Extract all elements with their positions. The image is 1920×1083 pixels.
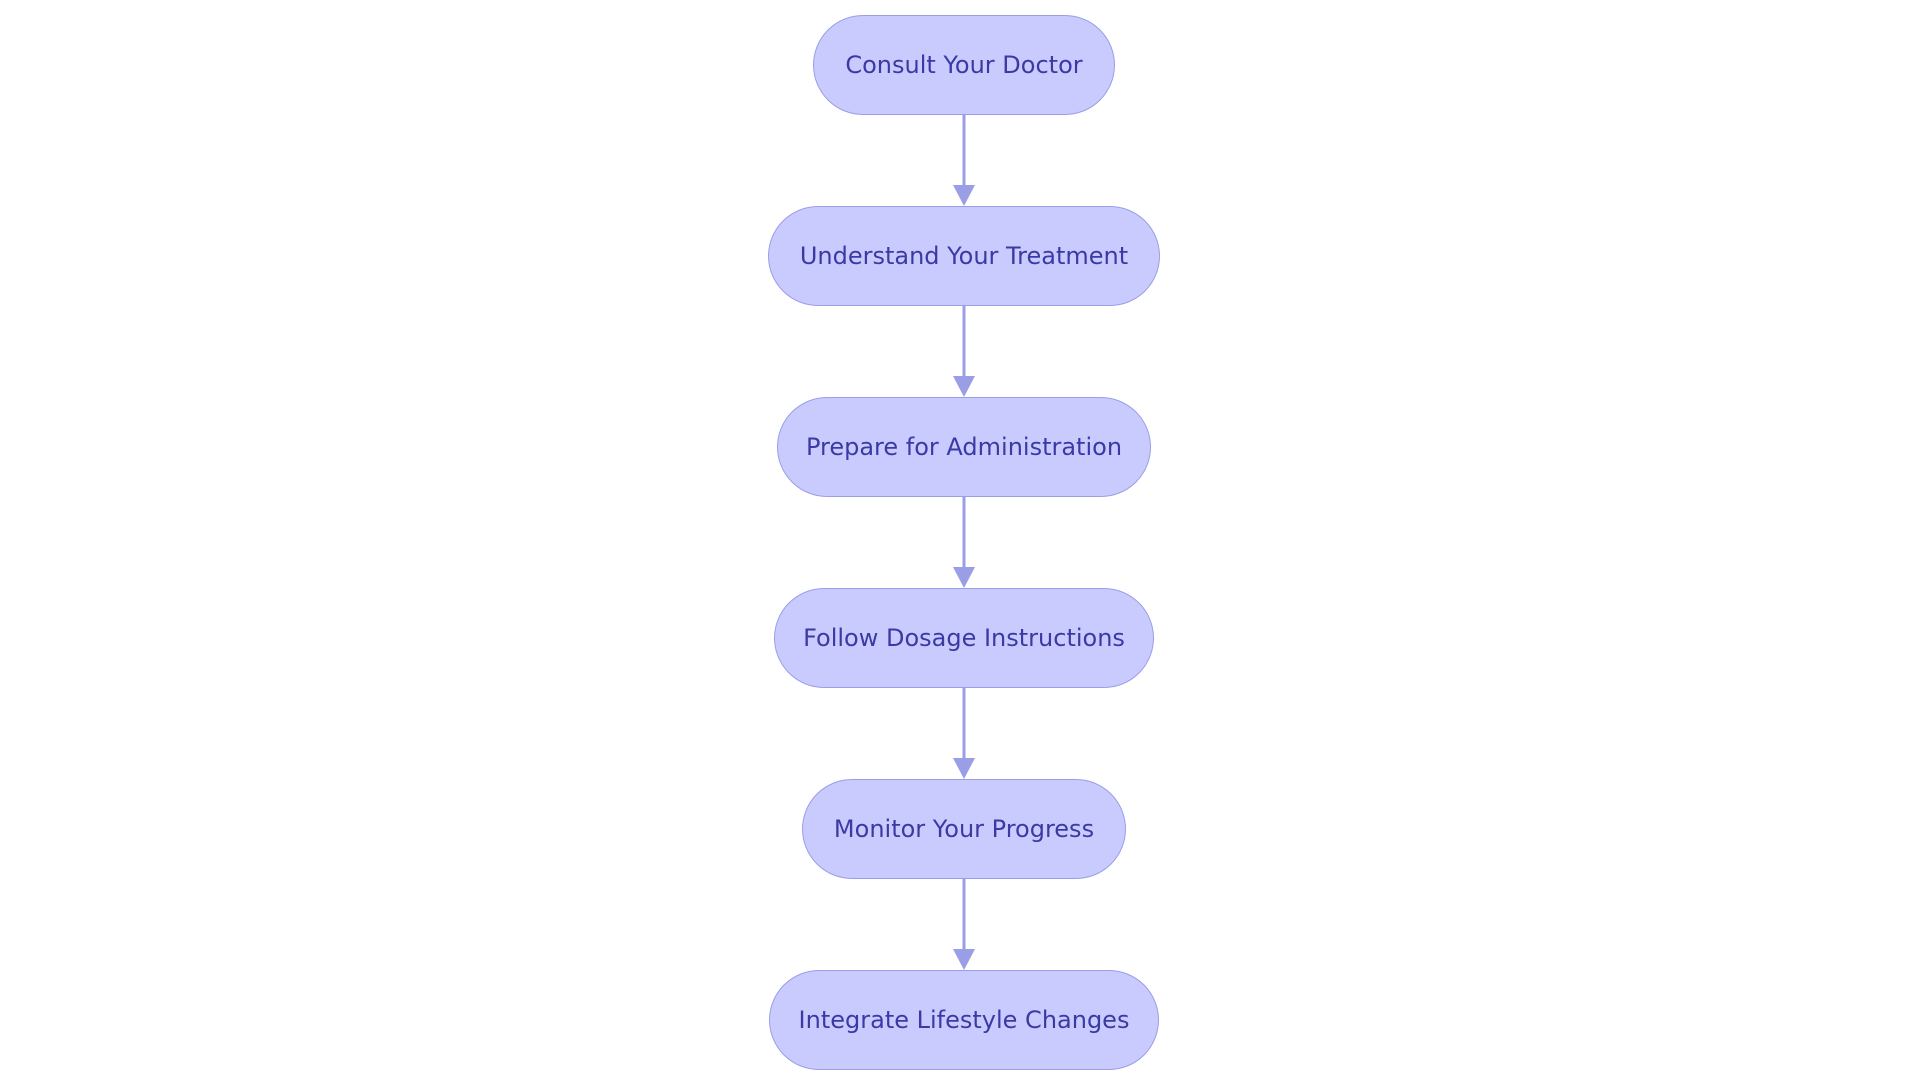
step-label: Monitor Your Progress	[833, 815, 1095, 843]
connector-3	[953, 497, 975, 588]
step-monitor-your-progress: Monitor Your Progress	[802, 779, 1126, 879]
step-label: Understand Your Treatment	[799, 242, 1129, 270]
step-understand-your-treatment: Understand Your Treatment	[768, 206, 1160, 306]
step-label: Consult Your Doctor	[845, 51, 1083, 79]
arrowhead-icon	[953, 949, 975, 970]
step-follow-dosage-instructions: Follow Dosage Instructions	[774, 588, 1154, 688]
arrowhead-icon	[953, 185, 975, 206]
step-integrate-lifestyle-changes: Integrate Lifestyle Changes	[769, 970, 1159, 1070]
step-prepare-for-administration: Prepare for Administration	[777, 397, 1151, 497]
connector-4	[953, 688, 975, 779]
connector-1	[953, 115, 975, 206]
arrowhead-icon	[953, 758, 975, 779]
step-label: Integrate Lifestyle Changes	[798, 1006, 1130, 1034]
step-label: Follow Dosage Instructions	[803, 624, 1125, 652]
arrowhead-icon	[953, 376, 975, 397]
connector-5	[953, 879, 975, 970]
arrowhead-icon	[953, 567, 975, 588]
connector-2	[953, 306, 975, 397]
step-label: Prepare for Administration	[805, 433, 1123, 461]
step-consult-your-doctor: Consult Your Doctor	[813, 15, 1115, 115]
